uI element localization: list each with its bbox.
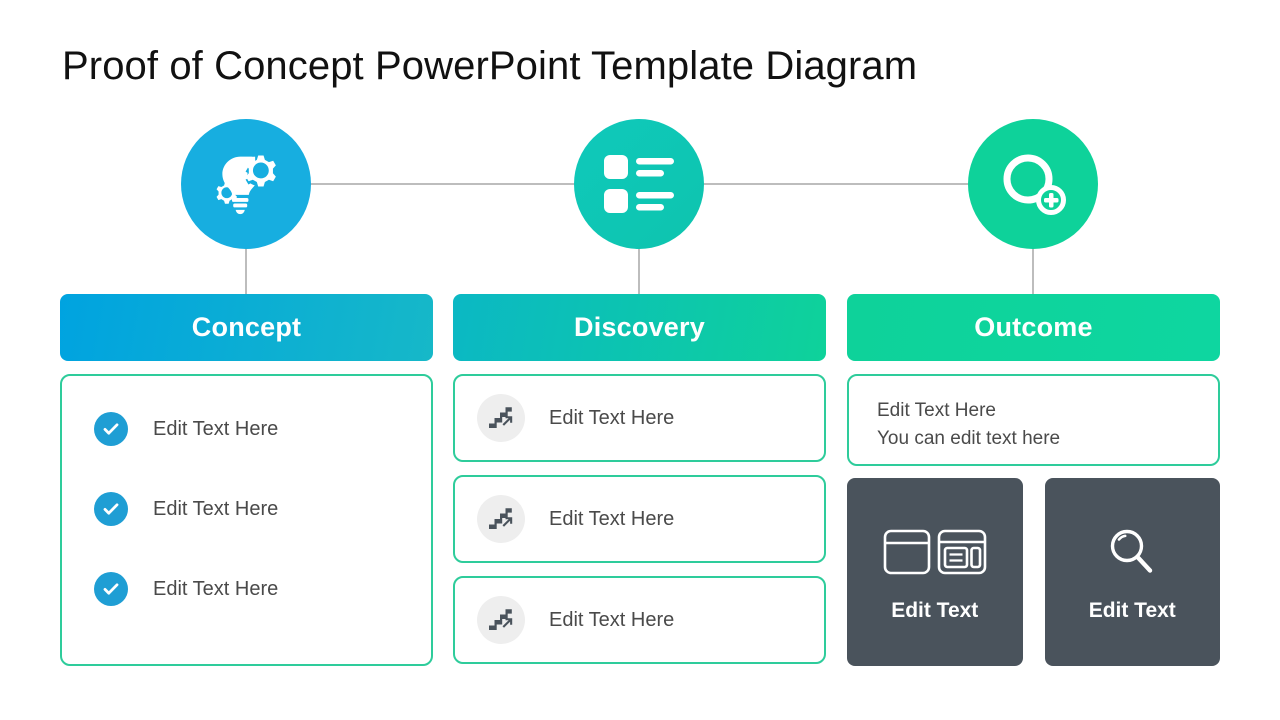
connector-line-2-3 — [690, 183, 980, 185]
column-header-outcome[interactable]: Outcome — [847, 294, 1220, 361]
column-discovery: Discovery Edit Text Here Edit Text Here — [453, 294, 826, 664]
connector-stem-outcome — [1032, 238, 1034, 296]
magnifier-icon — [1106, 521, 1158, 583]
node-circle-concept[interactable] — [181, 119, 311, 249]
stairs-arrow-icon — [477, 495, 525, 543]
magnifier-plus-icon — [995, 146, 1071, 222]
checklist-panel: Edit Text Here Edit Text Here Edit Text … — [60, 374, 433, 666]
note-box[interactable]: Edit Text Here You can edit text here — [847, 374, 1220, 466]
column-outcome: Outcome Edit Text Here You can edit text… — [847, 294, 1220, 666]
list-item[interactable]: Edit Text Here — [62, 566, 431, 612]
tile-browser-wireframe[interactable]: Edit Text — [847, 478, 1023, 666]
list-item-label: Edit Text Here — [549, 507, 675, 530]
list-item-label: Edit Text Here — [153, 577, 279, 600]
list-item[interactable]: Edit Text Here — [62, 486, 431, 532]
list-item[interactable]: Edit Text Here — [453, 576, 826, 664]
connector-stem-concept — [245, 238, 247, 296]
note-line-2: You can edit text here — [877, 428, 1061, 449]
list-catalog-icon — [602, 153, 676, 215]
column-header-concept[interactable]: Concept — [60, 294, 433, 361]
tile-magnifier[interactable]: Edit Text — [1044, 478, 1220, 666]
check-circle-icon — [94, 572, 128, 606]
list-item[interactable]: Edit Text Here — [453, 374, 826, 462]
tile-label: Edit Text — [891, 599, 979, 622]
list-item[interactable]: Edit Text Here — [453, 475, 826, 563]
page-title: Proof of Concept PowerPoint Template Dia… — [62, 44, 918, 88]
list-item-label: Edit Text Here — [549, 608, 675, 631]
column-header-discovery[interactable]: Discovery — [453, 294, 826, 361]
list-item-label: Edit Text Here — [153, 497, 279, 520]
node-circle-outcome[interactable] — [968, 119, 1098, 249]
list-item-label: Edit Text Here — [549, 406, 675, 429]
stairs-arrow-icon — [477, 394, 525, 442]
check-circle-icon — [94, 412, 128, 446]
node-circle-discovery[interactable] — [574, 119, 704, 249]
tile-row: Edit Text Edit Text — [847, 478, 1220, 666]
column-concept: Concept Edit Text Here Edit Text Here — [60, 294, 433, 666]
note-line-1: Edit Text Here — [877, 400, 996, 421]
check-circle-icon — [94, 492, 128, 526]
tile-label: Edit Text — [1088, 599, 1176, 622]
list-item[interactable]: Edit Text Here — [62, 406, 431, 452]
stairs-arrow-icon — [477, 596, 525, 644]
connector-stem-discovery — [638, 238, 640, 296]
list-item-label: Edit Text Here — [153, 417, 279, 440]
browser-wireframe-icon — [883, 521, 987, 583]
connector-line-1-2 — [300, 183, 590, 185]
lightbulb-gears-icon — [207, 145, 285, 223]
